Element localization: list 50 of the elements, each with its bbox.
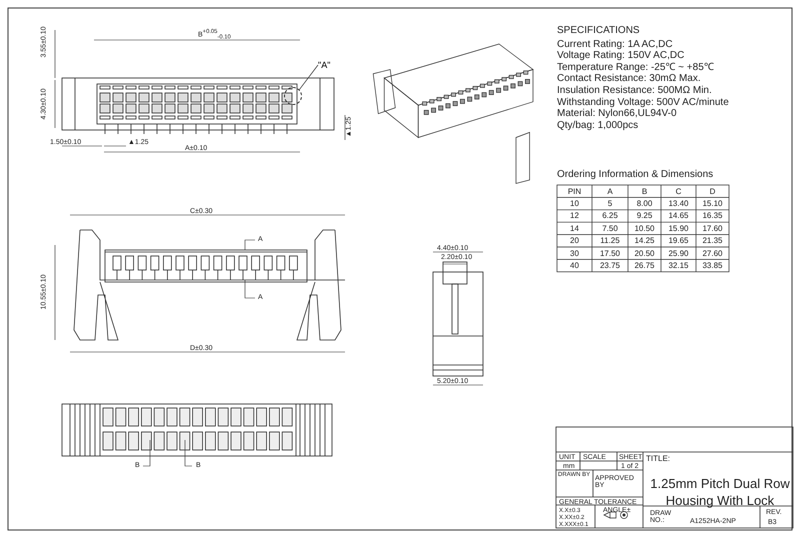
spec-line: Temperature Range: -25℃ ~ +85℃ <box>557 62 714 73</box>
table-cell: 6.25 <box>602 212 618 220</box>
table-cell: 33.85 <box>702 262 723 270</box>
table-heading: Ordering Information & Dimensions <box>557 170 714 180</box>
table-cell: 9.25 <box>636 212 652 220</box>
detail-circle <box>284 87 302 105</box>
table-cell: 23.75 <box>600 262 620 270</box>
spec-line: Withstanding Voltage: 500V AC/minute <box>557 98 729 108</box>
table-cell: 10.50 <box>634 224 655 233</box>
table-cell: 25.90 <box>668 250 689 258</box>
table-cell: 8.00 <box>636 200 652 208</box>
table-cell: 12 <box>570 212 579 220</box>
spec-line: Insulation Resistance: 500MΩ Min. <box>557 86 712 96</box>
table-cell: 19.65 <box>668 237 689 246</box>
column-header: D <box>710 188 716 196</box>
column-header: B <box>642 188 648 196</box>
table-cell: 14.25 <box>634 237 655 246</box>
column-header: C <box>676 188 682 196</box>
column-header: A <box>607 188 613 196</box>
spec-line: Contact Resistance: 30mΩ Max. <box>557 74 701 84</box>
table-cell: 11.25 <box>600 237 620 246</box>
drawing-title: 1.25mm Pitch Dual Row Housing With Lock <box>650 476 790 509</box>
spec-line: Material: Nylon66,UL94V-0 <box>557 109 677 120</box>
table-cell: 30 <box>570 250 579 258</box>
table-cell: 5 <box>608 200 612 208</box>
callout-label: "A" <box>318 60 330 70</box>
spec-line: Voltage Rating: 150V AC,DC <box>557 51 684 62</box>
table-cell: 17.60 <box>702 224 723 233</box>
spec-line: Current Rating: 1A AC,DC <box>557 40 673 50</box>
table-cell: 20.50 <box>634 250 655 258</box>
table-cell: 15.90 <box>668 224 689 233</box>
table-cell: 40 <box>570 262 579 270</box>
table-cell: 21.35 <box>702 237 723 246</box>
table-cell: 14.65 <box>668 212 689 220</box>
table-cell: 32.15 <box>668 262 689 270</box>
table-cell: 17.50 <box>600 250 620 258</box>
table-cell: 16.35 <box>702 212 723 220</box>
section-heading: SPECIFICATIONS <box>557 26 640 36</box>
table-cell: 7.50 <box>602 224 618 233</box>
table-cell: 26.75 <box>634 262 655 270</box>
table-cell: 10 <box>570 200 579 208</box>
table-cell: 20 <box>570 237 579 246</box>
leader-line <box>298 64 318 90</box>
column-header: PIN <box>568 188 582 196</box>
table-cell: 27.60 <box>702 250 723 258</box>
title-block-text: TITLE: <box>646 455 670 463</box>
table-cell: 14 <box>570 224 579 233</box>
table-cell: 13.40 <box>668 200 689 208</box>
spec-line: Qty/bag: 1,000pcs <box>557 120 638 131</box>
table-cell: 15.10 <box>702 200 723 208</box>
